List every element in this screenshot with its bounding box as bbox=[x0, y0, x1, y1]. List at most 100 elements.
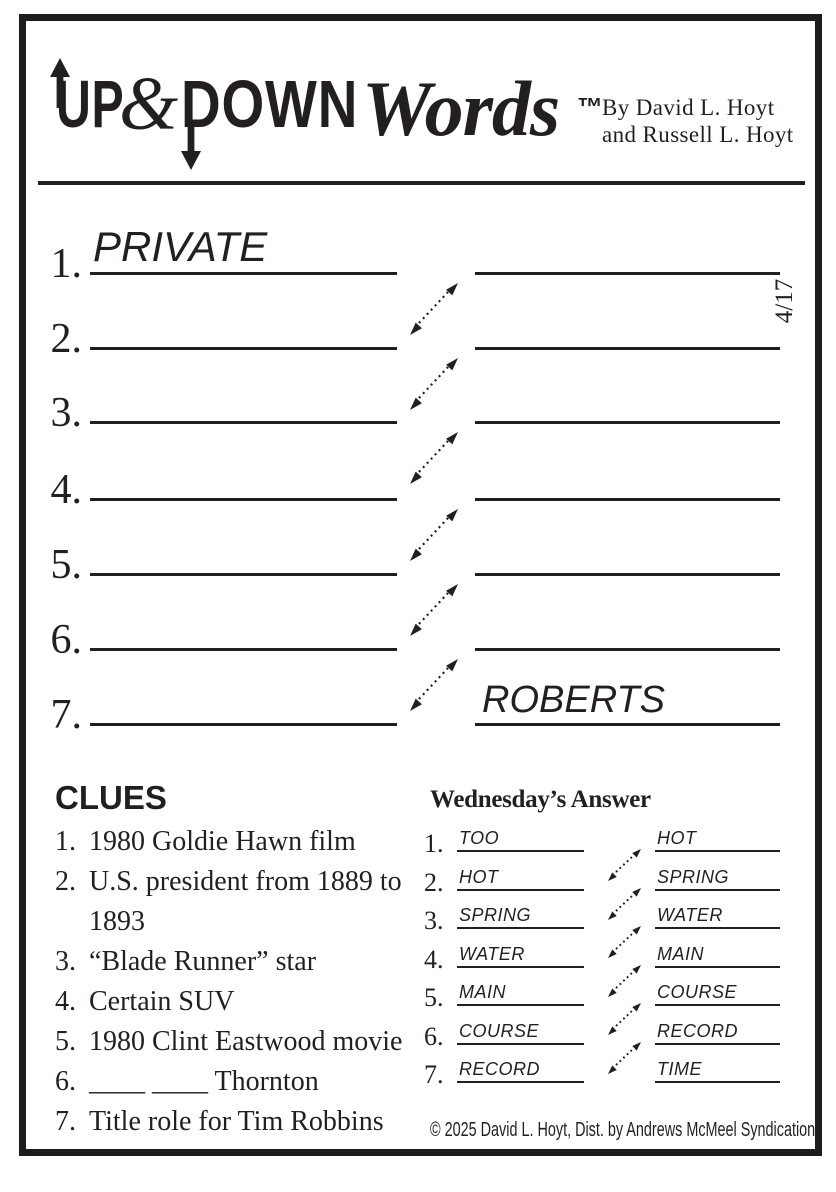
trademark-symbol: ™ bbox=[577, 92, 603, 122]
answer-word-right: MAIN bbox=[657, 944, 704, 964]
clue-item: 3. “Blade Runner” star bbox=[55, 942, 417, 982]
connector-arrow-icon bbox=[410, 509, 458, 561]
answer-blank-right[interactable] bbox=[475, 347, 780, 350]
row-number: 2. bbox=[50, 316, 83, 362]
clue-text: U.S. president from 1889 to 1893 bbox=[89, 866, 402, 937]
answer-word-right: HOT bbox=[657, 828, 697, 848]
connector-arrow-icon bbox=[410, 584, 458, 636]
answer-word-left: SPRING bbox=[459, 905, 532, 925]
byline-line2: and Russell L. Hoyt bbox=[602, 122, 794, 147]
answer-underline-right bbox=[655, 966, 780, 968]
answer-word-right: COURSE bbox=[657, 982, 738, 1002]
logo-down: DOWN bbox=[181, 67, 359, 142]
byline-line1: By David L. Hoyt bbox=[602, 95, 775, 120]
answer-underline-right bbox=[655, 889, 780, 891]
answer-blank-left[interactable] bbox=[90, 723, 397, 726]
answer-connector-arrow-icon bbox=[608, 965, 641, 997]
answer-blank-right[interactable] bbox=[475, 648, 780, 651]
row-number: 5. bbox=[50, 542, 83, 588]
answer-row-number: 1. bbox=[424, 829, 444, 858]
clue-text: Title role for Tim Robbins bbox=[89, 1106, 384, 1137]
clue-item: 2. U.S. president from 1889 to 1893 bbox=[55, 862, 417, 942]
answer-word-right: ROBERTS bbox=[482, 679, 666, 721]
answer-blank-right[interactable] bbox=[475, 723, 780, 726]
answer-blank-left[interactable] bbox=[90, 272, 397, 275]
row-number: 7. bbox=[50, 692, 83, 738]
connector-arrow-icon bbox=[410, 659, 458, 711]
answer-connector-arrow-icon bbox=[608, 849, 641, 881]
answer-blank-left[interactable] bbox=[90, 573, 397, 576]
answer-row-number: 6. bbox=[424, 1022, 444, 1051]
header-divider bbox=[38, 181, 805, 185]
clue-number: 2. bbox=[55, 866, 76, 897]
answer-underline-left bbox=[457, 1004, 584, 1006]
answer-row-number: 4. bbox=[424, 945, 444, 974]
clue-number: 1. bbox=[55, 826, 76, 857]
row-number: 6. bbox=[50, 617, 83, 663]
answer-underline-right bbox=[655, 927, 780, 929]
answer-word-left: COURSE bbox=[459, 1021, 540, 1041]
puzzle-date: 4/17 bbox=[771, 278, 799, 324]
clue-item: 1. 1980 Goldie Hawn film bbox=[55, 822, 417, 862]
clue-text: 1980 Goldie Hawn film bbox=[89, 826, 356, 857]
answer-word-right: RECORD bbox=[657, 1021, 739, 1041]
answer-connector-arrow-icon bbox=[608, 1042, 641, 1074]
answer-row-number: 2. bbox=[424, 868, 444, 897]
clue-number: 4. bbox=[55, 986, 76, 1017]
answer-row-number: 5. bbox=[424, 983, 444, 1012]
answer-underline-left bbox=[457, 850, 584, 852]
logo-up: UP bbox=[56, 67, 125, 142]
answer-row-number: 7. bbox=[424, 1060, 444, 1089]
logo-words: Words bbox=[362, 65, 560, 152]
answer-word-left: MAIN bbox=[459, 982, 506, 1002]
answer-word-left: WATER bbox=[459, 944, 525, 964]
page-border bbox=[19, 14, 822, 1156]
answer-word-left: PRIVATE bbox=[93, 223, 268, 270]
answer-word-left: HOT bbox=[459, 867, 499, 887]
row-number: 4. bbox=[50, 467, 83, 513]
clue-text: Certain SUV bbox=[89, 986, 235, 1017]
answer-blank-left[interactable] bbox=[90, 347, 397, 350]
answer-underline-left bbox=[457, 966, 584, 968]
down-arrow-icon bbox=[181, 126, 201, 170]
up-arrow-icon bbox=[50, 58, 70, 108]
clue-item: 6. ____ ____ Thornton bbox=[55, 1062, 417, 1102]
answer-underline-right bbox=[655, 1043, 780, 1045]
clue-number: 7. bbox=[55, 1106, 76, 1137]
answer-blank-right[interactable] bbox=[475, 272, 780, 275]
answer-blank-left[interactable] bbox=[90, 421, 397, 424]
answer-underline-left bbox=[457, 1043, 584, 1045]
answer-underline-left bbox=[457, 927, 584, 929]
connector-arrow-icon bbox=[410, 283, 458, 335]
answer-blank-right[interactable] bbox=[475, 421, 780, 424]
clues-title: CLUES bbox=[55, 779, 167, 816]
answer-connector-arrow-icon bbox=[608, 1003, 641, 1035]
answer-blank-right[interactable] bbox=[475, 573, 780, 576]
clue-number: 5. bbox=[55, 1026, 76, 1057]
answer-underline-right bbox=[655, 1081, 780, 1083]
connector-arrow-icon bbox=[410, 358, 458, 410]
clue-item: 5.1980 Clint Eastwood movie bbox=[55, 1022, 417, 1062]
answer-underline-right bbox=[655, 850, 780, 852]
clue-number: 3. bbox=[55, 946, 76, 977]
clues-list: 1. 1980 Goldie Hawn film 2. U.S. president… bbox=[55, 822, 417, 1142]
logo-ampersand: & bbox=[119, 62, 179, 146]
answer-connector-arrow-icon bbox=[608, 888, 641, 920]
answer-word-left: TOO bbox=[459, 828, 500, 848]
clue-item: 4. Certain SUV bbox=[55, 982, 417, 1022]
connector-arrow-icon bbox=[410, 432, 458, 484]
clue-number: 6. bbox=[55, 1066, 76, 1097]
answer-connector-arrow-icon bbox=[608, 926, 641, 958]
answer-blank-left[interactable] bbox=[90, 498, 397, 501]
clue-item: 7. Title role for Tim Robbins bbox=[55, 1102, 417, 1142]
answer-blank-left[interactable] bbox=[90, 648, 397, 651]
row-number: 3. bbox=[50, 390, 83, 436]
previous-answer-title: Wednesday’s Answer bbox=[430, 786, 651, 813]
clue-text: ____ ____ Thornton bbox=[89, 1066, 319, 1097]
answer-blank-right[interactable] bbox=[475, 498, 780, 501]
answer-underline-left bbox=[457, 889, 584, 891]
answer-word-right: TIME bbox=[657, 1059, 702, 1079]
answer-underline-left bbox=[457, 1081, 584, 1083]
clue-text: “Blade Runner” star bbox=[89, 946, 317, 977]
